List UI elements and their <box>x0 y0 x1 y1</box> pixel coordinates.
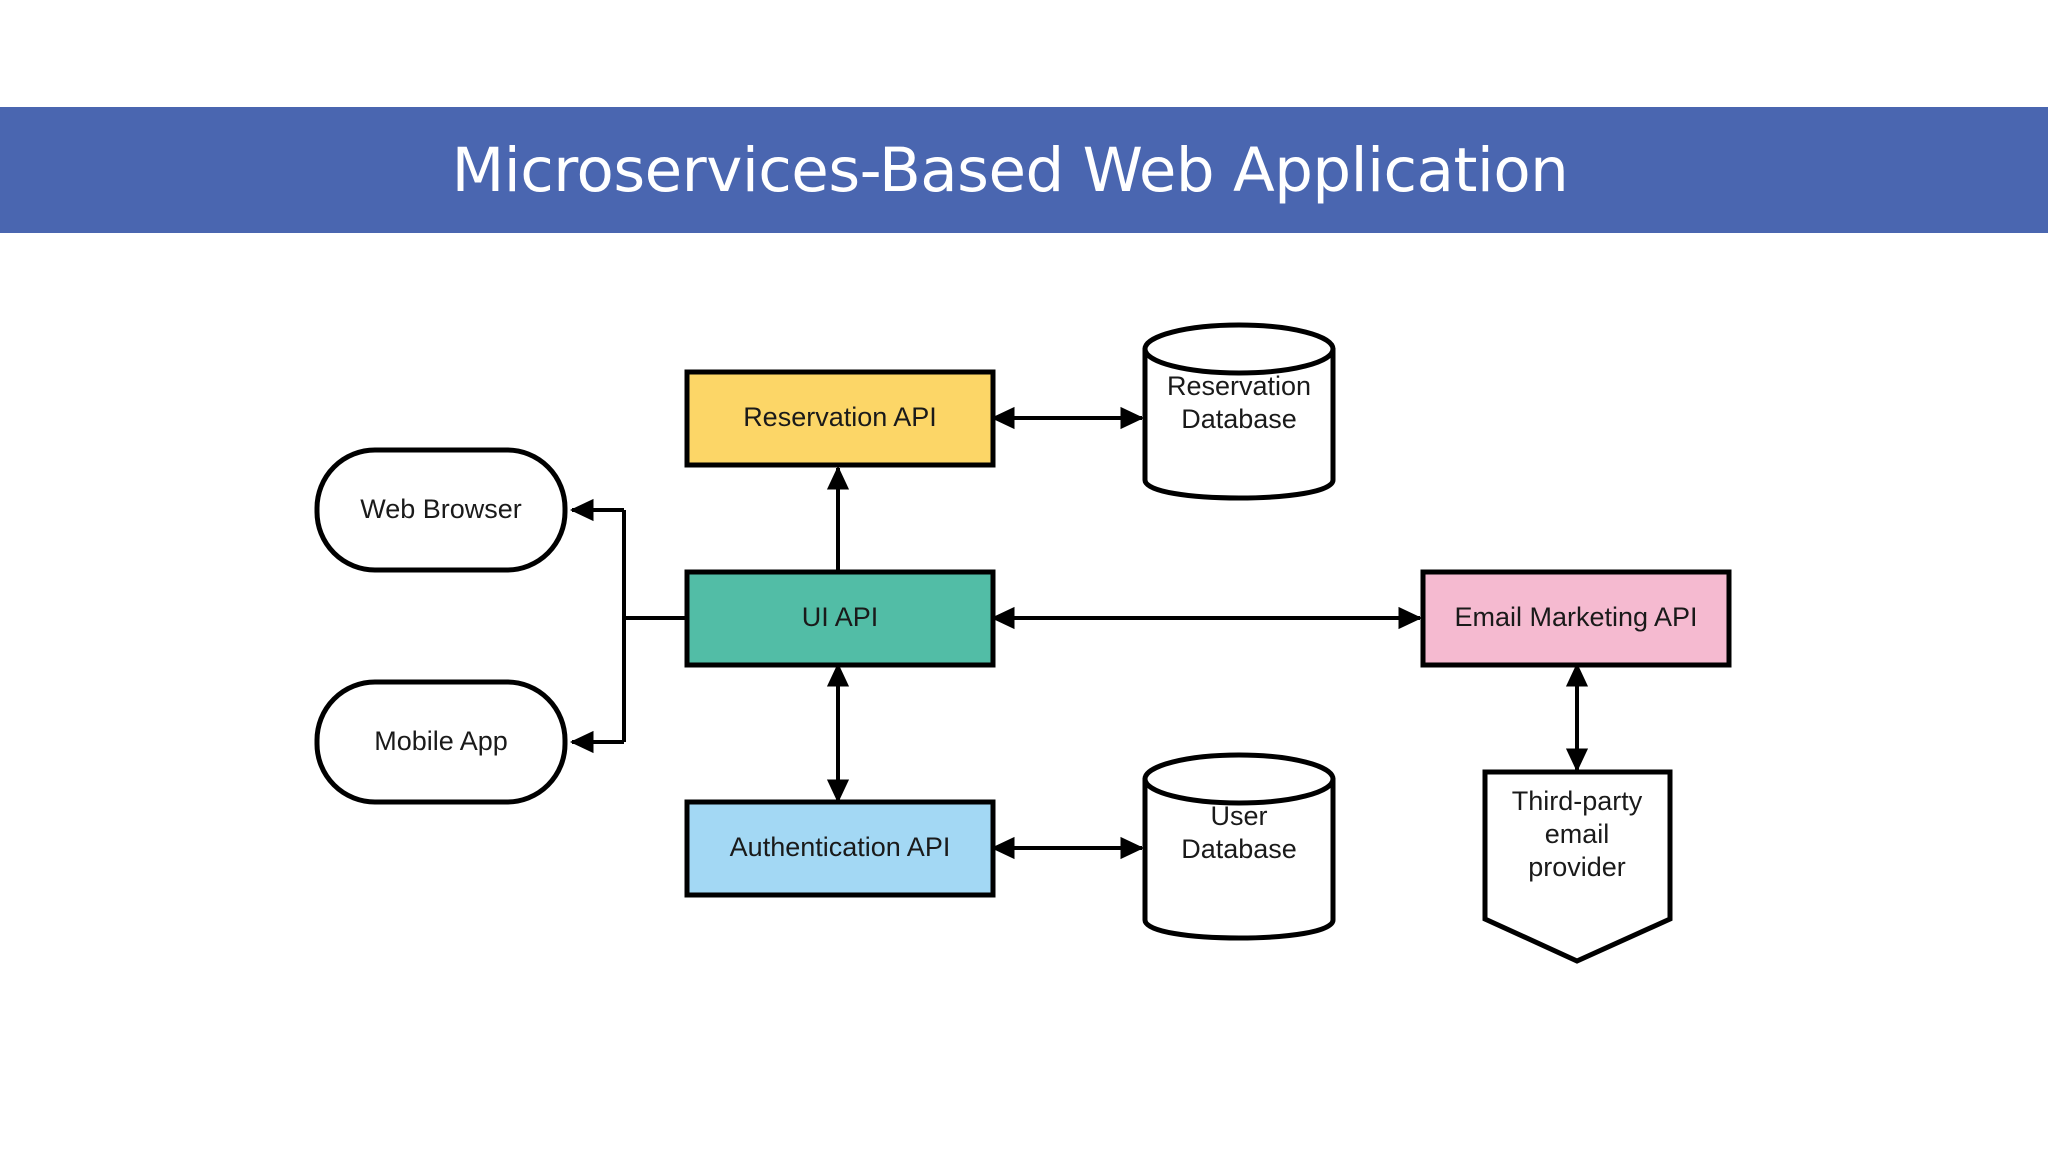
mobile-app-shape <box>314 679 568 805</box>
node-ui-api[interactable]: UI API <box>684 569 996 668</box>
reservation-database-label-line-2: Database <box>1181 404 1297 434</box>
email-marketing-api-shape <box>1420 569 1732 668</box>
web-browser-label: Web Browser <box>360 494 522 524</box>
node-reservation-database[interactable]: Reservation Database <box>1142 322 1336 501</box>
ui-api-shape <box>684 569 996 668</box>
node-reservation-api[interactable]: Reservation API <box>684 369 996 468</box>
page-title: Microservices-Based Web Application <box>451 134 1569 206</box>
user-database-label-line-2: Database <box>1181 834 1297 864</box>
reservation-database-body <box>1142 346 1336 501</box>
third-party-email-provider-label-line-1: Third-party <box>1512 786 1643 816</box>
architecture-diagram: Web Browser Mobile App Reservation API U… <box>0 233 2048 1152</box>
authentication-api-label: Authentication API <box>730 832 951 862</box>
third-party-email-provider-label-line-2: email <box>1545 819 1610 849</box>
node-mobile-app[interactable]: Mobile App <box>314 679 568 805</box>
node-web-browser[interactable]: Web Browser <box>314 447 568 573</box>
reservation-database-top <box>1142 322 1336 376</box>
user-database-label-line-1: User <box>1210 801 1267 831</box>
title-banner: Microservices-Based Web Application <box>0 107 2048 233</box>
node-user-database[interactable]: User Database <box>1142 752 1336 941</box>
user-database-top <box>1142 752 1336 806</box>
ui-api-label: UI API <box>802 602 879 632</box>
third-party-email-provider-shape <box>1482 769 1673 964</box>
node-email-marketing-api[interactable]: Email Marketing API <box>1420 569 1732 668</box>
web-browser-shape <box>314 447 568 573</box>
email-marketing-api-label: Email Marketing API <box>1454 602 1697 632</box>
node-third-party-email-provider[interactable]: Third-party email provider <box>1482 769 1673 964</box>
node-authentication-api[interactable]: Authentication API <box>684 799 996 898</box>
authentication-api-shape <box>684 799 996 898</box>
mobile-app-label: Mobile App <box>374 726 508 756</box>
reservation-database-label-line-1: Reservation <box>1167 371 1311 401</box>
user-database-body <box>1142 776 1336 941</box>
diagram-svg: Web Browser Mobile App Reservation API U… <box>314 322 1732 964</box>
third-party-email-provider-label-line-3: provider <box>1528 852 1626 882</box>
reservation-api-shape <box>684 369 996 468</box>
reservation-api-label: Reservation API <box>743 402 937 432</box>
